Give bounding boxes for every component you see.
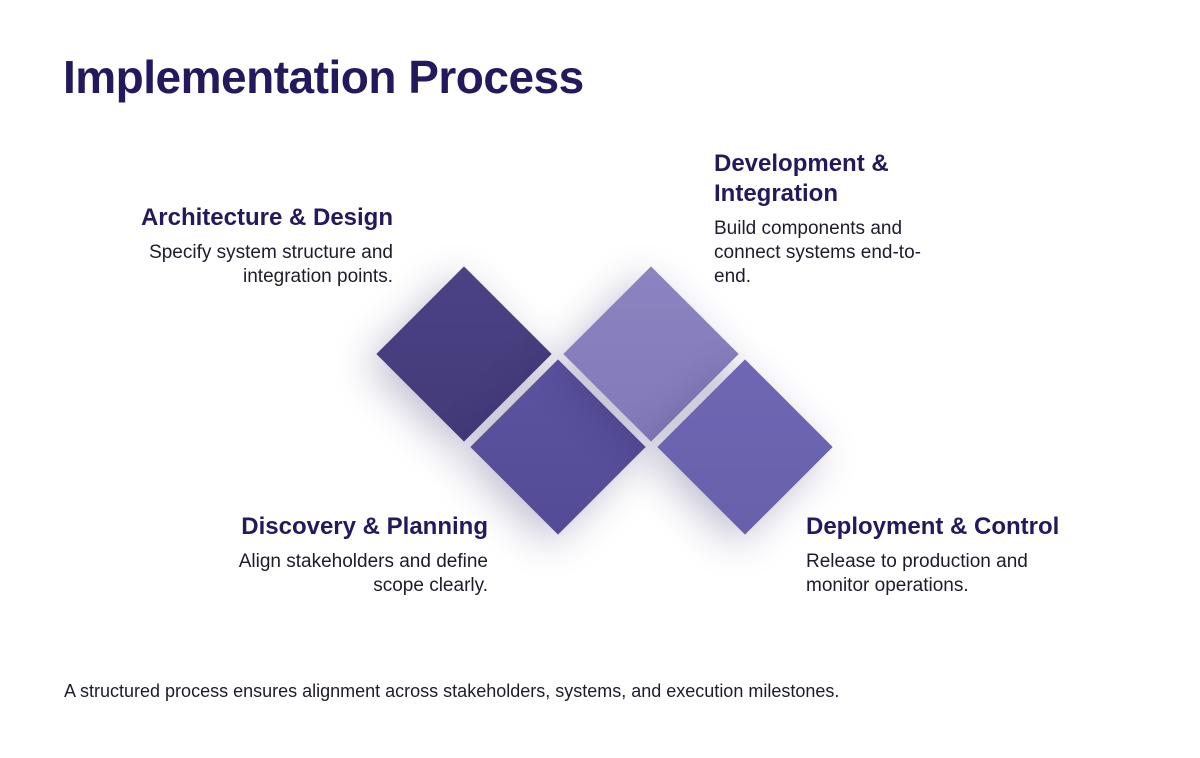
footer-text: A structured process ensures alignment a…: [64, 681, 840, 701]
step-title: Discovery & Planning: [241, 513, 488, 540]
step-architecture-design: Architecture & Design Specify system str…: [100, 203, 393, 289]
step-description: Specify system structure and integration…: [149, 242, 393, 287]
step-discovery-planning: Discovery & Planning Align stakeholders …: [188, 512, 488, 598]
page-title: Implementation Process: [63, 51, 584, 103]
step-title: Deployment & Control: [806, 513, 1060, 540]
step-title: Architecture & Design: [140, 204, 393, 231]
step-description: Align stakeholders and define scope clea…: [238, 551, 488, 596]
step-development-integration: Development & Integration Build componen…: [714, 149, 954, 289]
step-description: Build components and connect systems end…: [714, 218, 921, 287]
step-title: Development & Integration: [714, 150, 889, 207]
step-deployment-control: Deployment & Control Release to producti…: [806, 512, 1096, 598]
step-description: Release to production and monitor operat…: [806, 551, 1028, 596]
